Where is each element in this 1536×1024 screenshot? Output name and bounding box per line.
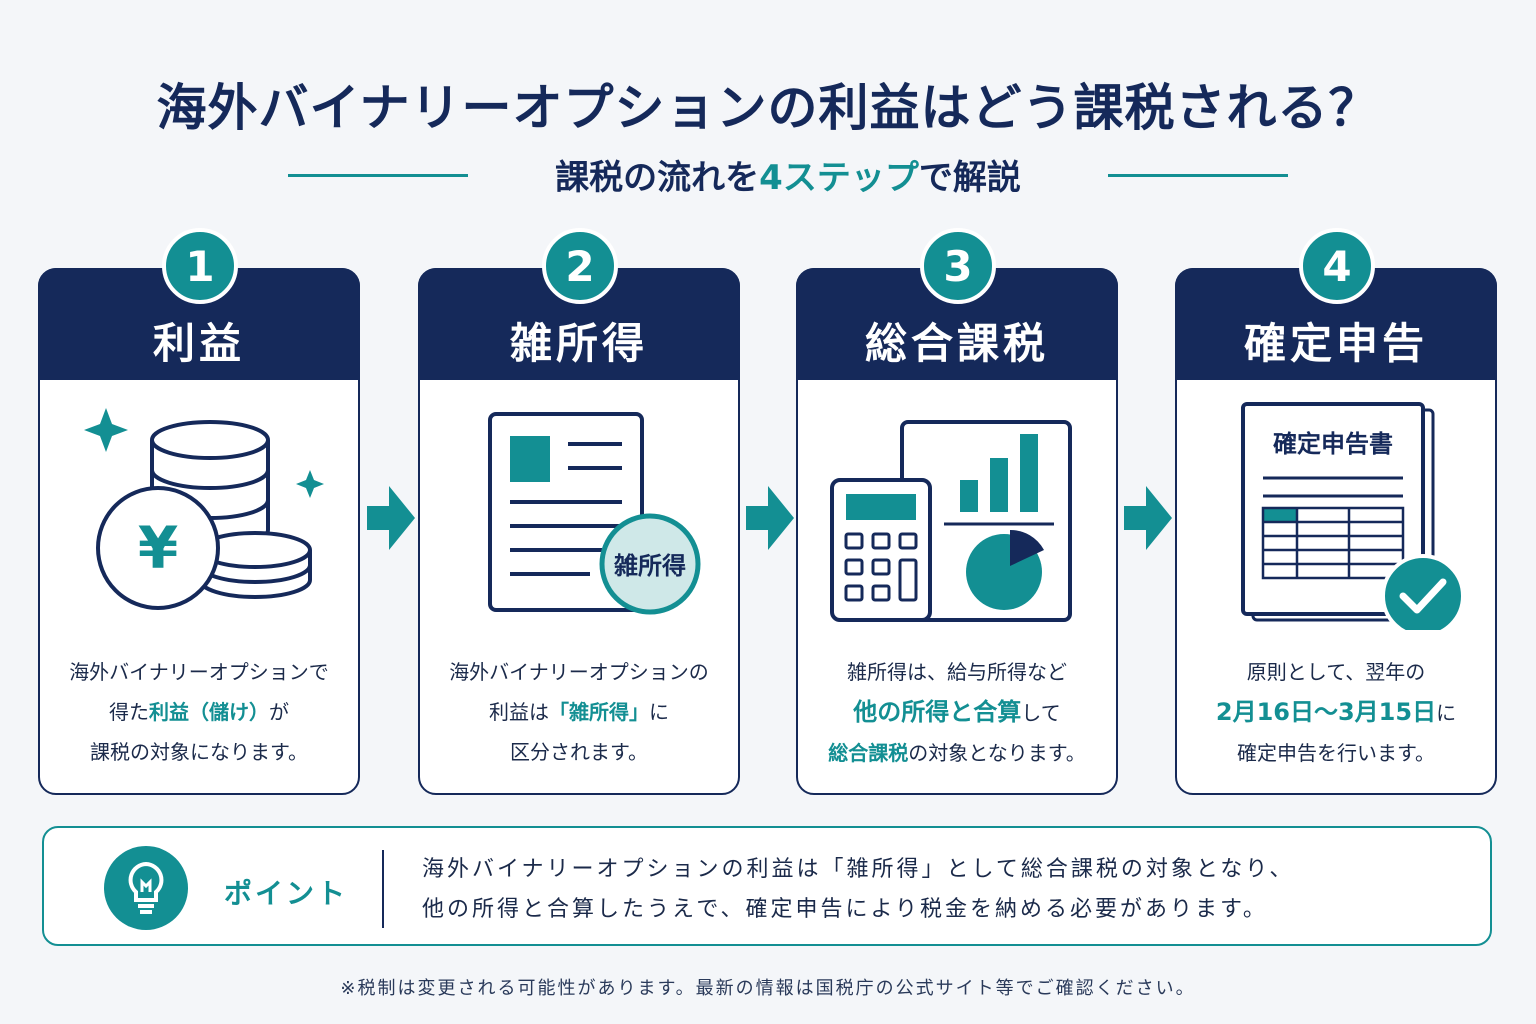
- step1-text: 課税の対象になります。: [90, 740, 308, 764]
- step3-text: 雑所得は、給与所得など: [847, 660, 1067, 684]
- step-desc-2: 海外バイナリーオプションの 利益は「雑所得」に 区分されます。: [420, 652, 738, 772]
- point-label: ポイント: [224, 877, 349, 910]
- step2-line-2: 利益は「雑所得」に: [420, 692, 738, 732]
- step1-line-3: 課税の対象になります。: [40, 732, 358, 772]
- step2-line-1: 海外バイナリーオプションの: [420, 652, 738, 692]
- step4-line-2: 2月16日〜3月15日に: [1177, 692, 1495, 733]
- step3-text: して: [1021, 701, 1061, 725]
- arrow-right-icon: [367, 486, 415, 550]
- step-number-badge-2: 2: [542, 228, 618, 304]
- step-title-1: 利益: [152, 319, 245, 368]
- step1-text: 得た: [109, 700, 149, 724]
- subtitle-accent: 4ステップ: [759, 158, 919, 198]
- step-card-1: 利益 1 ¥ 海外バイナリーオプションで 得た利益（儲け）が 課税の対象になりま…: [38, 228, 360, 795]
- step-card-2: 雑所得 2 雑所得 海外バイナリーオプションの 利益は「雑所得」に 区分されます…: [418, 228, 740, 795]
- step-desc-3: 雑所得は、給与所得など 他の所得と合算して 総合課税の対象となります。: [798, 652, 1116, 773]
- step-number-badge-4: 4: [1299, 228, 1375, 304]
- arrow-right-icon: [746, 486, 794, 550]
- step3-highlight: 他の所得と合算: [853, 698, 1022, 726]
- step2-highlight: 「雑所得」: [549, 700, 649, 724]
- step4-line-3: 確定申告を行います。: [1177, 733, 1495, 773]
- badge-text: 雑所得: [613, 552, 686, 580]
- step3-line-3: 総合課税の対象となります。: [798, 733, 1116, 773]
- subtitle-line-left: [288, 174, 468, 177]
- step1-text: が: [269, 700, 289, 724]
- step-desc-1: 海外バイナリーオプションで 得た利益（儲け）が 課税の対象になります。: [40, 652, 358, 772]
- step-card-4: 確定申告 4 確定申告書 原則として、翌年の 2月16日〜3月15日に 確定申告…: [1175, 228, 1497, 795]
- footnote: ※税制は変更される可能性があります。最新の情報は国税庁の公式サイト等でご確認くだ…: [340, 978, 1196, 999]
- step-title-4: 確定申告: [1243, 319, 1428, 368]
- page-title: 海外バイナリーオプションの利益はどう課税される？: [156, 79, 1380, 137]
- step1-text: 海外バイナリーオプションで: [69, 660, 329, 684]
- tax-return-form-icon: 確定申告書: [1241, 402, 1465, 630]
- step1-line-2: 得た利益（儲け）が: [40, 692, 358, 732]
- calculator-chart-icon: [830, 420, 1072, 622]
- step-card-3: 総合課税 3 雑所得は、給与所得など 他の所得と合算して 総合課税の対象となりま…: [796, 228, 1118, 795]
- step3-text: の対象となります。: [908, 741, 1086, 765]
- step4-line-1: 原則として、翌年の: [1177, 652, 1495, 692]
- step4-text: 原則として、翌年の: [1246, 660, 1426, 684]
- step4-text: 確定申告を行います。: [1237, 741, 1435, 765]
- subtitle-post: で解説: [918, 158, 1021, 198]
- step-title-2: 雑所得: [509, 319, 648, 368]
- step3-highlight: 総合課税: [828, 741, 909, 765]
- subtitle-pre: 課税の流れを: [555, 158, 760, 198]
- step4-highlight: 2月16日〜3月15日: [1215, 698, 1437, 726]
- step2-line-3: 区分されます。: [420, 732, 738, 772]
- svg-text:¥: ¥: [138, 514, 178, 582]
- subtitle-line-right: [1108, 174, 1288, 177]
- step4-text: に: [1436, 701, 1457, 725]
- step-title-3: 総合課税: [864, 319, 1049, 368]
- point-text: 海外バイナリーオプションの利益は「雑所得」として総合課税の対象となり、 他の所得…: [422, 850, 1294, 930]
- document-badge-icon: 雑所得: [488, 412, 701, 615]
- arrow-right-icon: [1124, 486, 1172, 550]
- lightbulb-icon: [104, 846, 188, 930]
- step-desc-4: 原則として、翌年の 2月16日〜3月15日に 確定申告を行います。: [1177, 652, 1495, 773]
- subtitle: 課税の流れを4ステップで解説: [468, 150, 1108, 199]
- step2-text: 利益は: [489, 700, 549, 724]
- point-box: ポイント 海外バイナリーオプションの利益は「雑所得」として総合課税の対象となり、…: [42, 826, 1492, 946]
- subtitle-row: 課税の流れを4ステップで解説: [0, 150, 1536, 200]
- yen-coins-icon: ¥: [84, 408, 324, 610]
- step3-line-1: 雑所得は、給与所得など: [798, 652, 1116, 692]
- point-line-1: 海外バイナリーオプションの利益は「雑所得」として総合課税の対象となり、: [422, 857, 1295, 882]
- form-title: 確定申告書: [1273, 430, 1393, 458]
- point-line-2: 他の所得と合算したうえで、確定申告により税金を納める必要があります。: [422, 897, 1268, 922]
- step-number-badge-1: 1: [162, 228, 238, 304]
- step2-text: 海外バイナリーオプションの: [449, 660, 709, 684]
- step1-highlight: 利益（儲け）: [149, 700, 269, 724]
- step3-line-2: 他の所得と合算して: [798, 692, 1116, 733]
- step1-line-1: 海外バイナリーオプションで: [40, 652, 358, 692]
- step2-text: 区分されます。: [510, 740, 648, 764]
- step-number-badge-3: 3: [920, 228, 996, 304]
- point-divider: [382, 850, 384, 928]
- step2-text: に: [649, 700, 669, 724]
